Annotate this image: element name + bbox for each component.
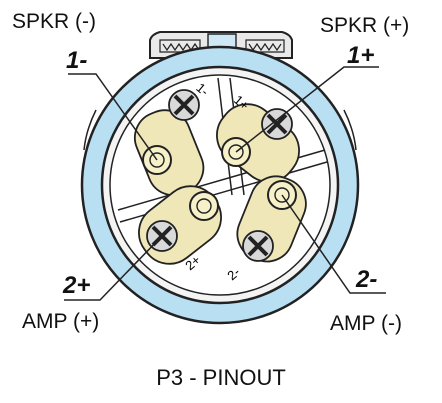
pin-tag-1-plus: 1+ bbox=[347, 42, 375, 69]
label-amp-minus: AMP (-) bbox=[330, 312, 402, 335]
diagram-caption: P3 - PINOUT bbox=[156, 365, 286, 390]
engraved-2-plus: 2+ bbox=[182, 252, 203, 273]
leader-lines bbox=[64, 66, 386, 301]
pin-1-minus-contact bbox=[134, 89, 205, 197]
label-spkr-minus: SPKR (-) bbox=[12, 10, 96, 33]
leader-2-plus bbox=[64, 235, 163, 301]
pin-tag-2-minus: 2- bbox=[356, 266, 378, 293]
pin-2-minus-contact bbox=[236, 175, 307, 263]
leader-1-plus bbox=[235, 66, 379, 153]
ring-ridge-left bbox=[83, 109, 97, 151]
pin-tag-1-minus: 1- bbox=[66, 47, 88, 74]
leader-2-minus bbox=[281, 194, 386, 294]
ring-ridge-right bbox=[343, 109, 357, 151]
leader-1-minus bbox=[68, 73, 158, 161]
label-spkr-plus: SPKR (+) bbox=[320, 14, 410, 37]
label-amp-plus: AMP (+) bbox=[22, 310, 100, 333]
engraved-1-plus: 1+ bbox=[231, 92, 252, 113]
pin-tag-2-plus: 2+ bbox=[63, 272, 91, 299]
